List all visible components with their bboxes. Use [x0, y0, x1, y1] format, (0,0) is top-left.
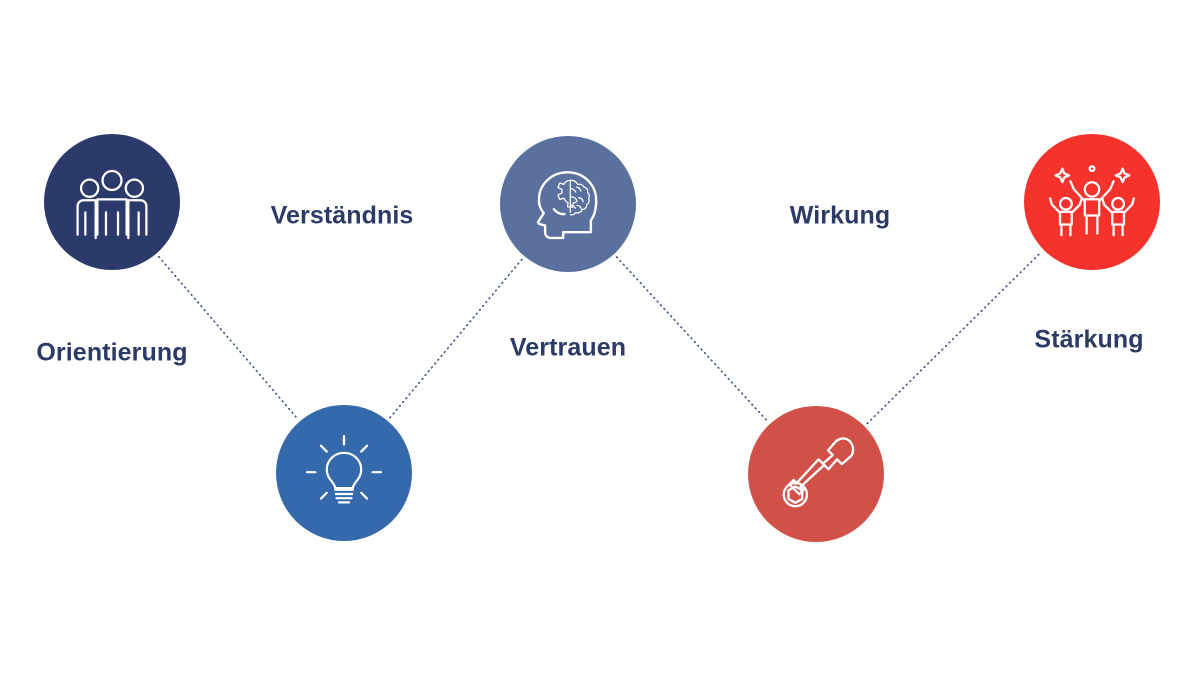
node-verstaendnis[interactable] — [276, 405, 412, 541]
node-orientierung[interactable] — [44, 134, 180, 270]
people-group-icon — [76, 169, 148, 240]
lightbulb-icon — [305, 434, 383, 504]
connector-orientierung-verstaendnis — [158, 255, 298, 420]
celebration-people-icon — [1049, 165, 1135, 237]
node-label-orientierung: Orientierung — [36, 338, 188, 367]
node-label-staerkung: Stärkung — [1034, 325, 1144, 354]
connector-wirkung-staerkung — [866, 251, 1042, 425]
connector-verstaendnis-vertrauen — [389, 258, 523, 419]
node-label-verstaendnis: Verständnis — [270, 201, 414, 230]
node-staerkung[interactable] — [1024, 134, 1160, 270]
node-vertrauen[interactable] — [500, 136, 636, 272]
node-label-vertrauen: Vertrauen — [509, 333, 627, 362]
node-label-wirkung: Wirkung — [789, 201, 891, 230]
connector-vertrauen-wirkung — [615, 256, 769, 422]
wrench-icon — [782, 437, 855, 508]
node-wirkung[interactable] — [748, 406, 884, 542]
head-brain-gear-icon — [536, 171, 598, 240]
